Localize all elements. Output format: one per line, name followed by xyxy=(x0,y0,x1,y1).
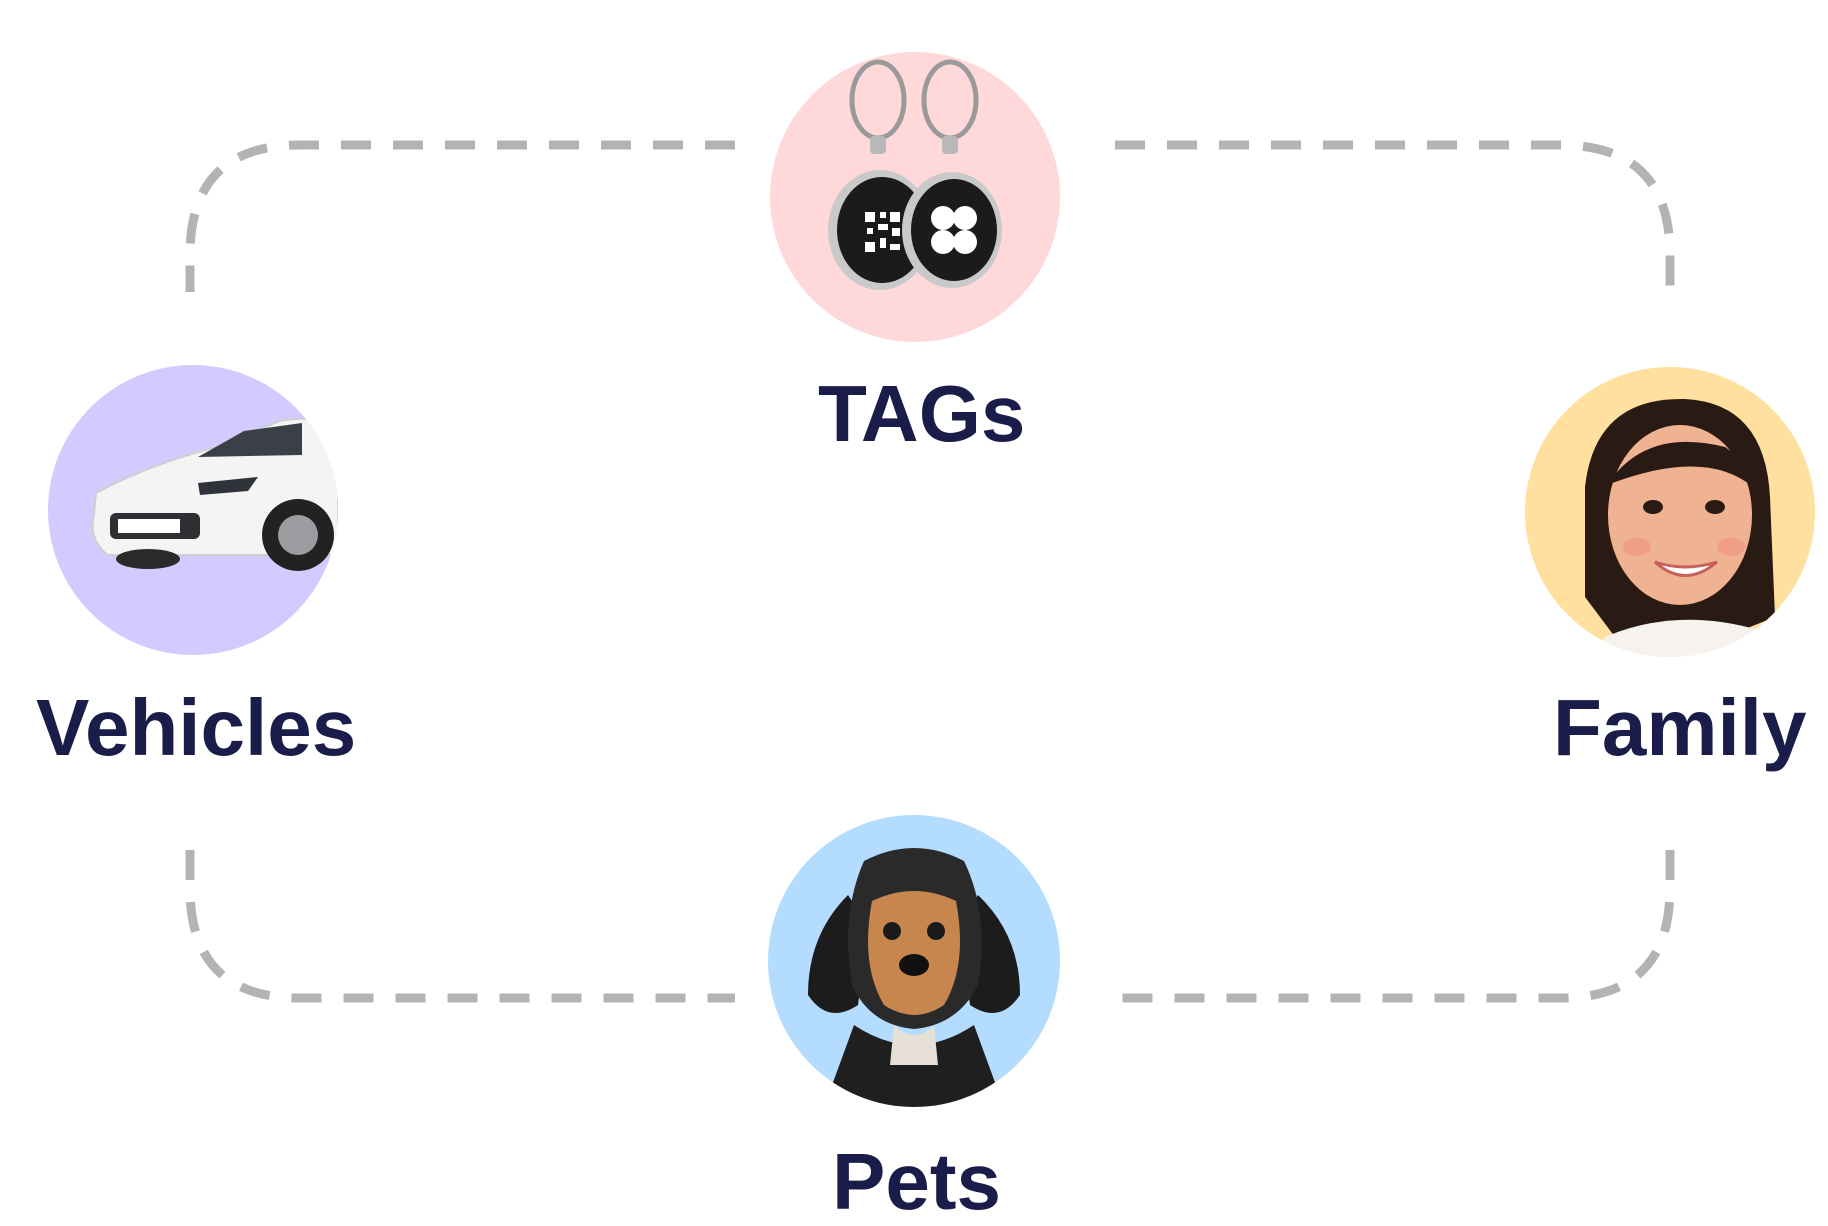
tags-label: TAGs xyxy=(818,369,1026,458)
dashed-loop-bottom-left xyxy=(185,850,735,1003)
family-circle xyxy=(1525,367,1815,657)
dog-portrait-icon xyxy=(808,848,1020,1107)
dashed-loop-path-group xyxy=(185,140,1675,1003)
dashed-loop-top-right xyxy=(1115,140,1675,292)
vehicles-circle xyxy=(48,365,338,655)
vehicles-label: Vehicles xyxy=(36,683,357,772)
family-label: Family xyxy=(1553,683,1807,772)
pet-tag-icon xyxy=(828,59,1002,290)
pets-circle xyxy=(768,815,1060,1107)
pets-label: Pets xyxy=(832,1137,1001,1226)
dashed-loop-top-left xyxy=(185,140,735,292)
dashed-loop-bottom-right xyxy=(1115,850,1675,1003)
car-icon xyxy=(91,417,338,571)
tags-circle xyxy=(770,52,1060,342)
child-portrait-icon xyxy=(1585,398,1775,657)
